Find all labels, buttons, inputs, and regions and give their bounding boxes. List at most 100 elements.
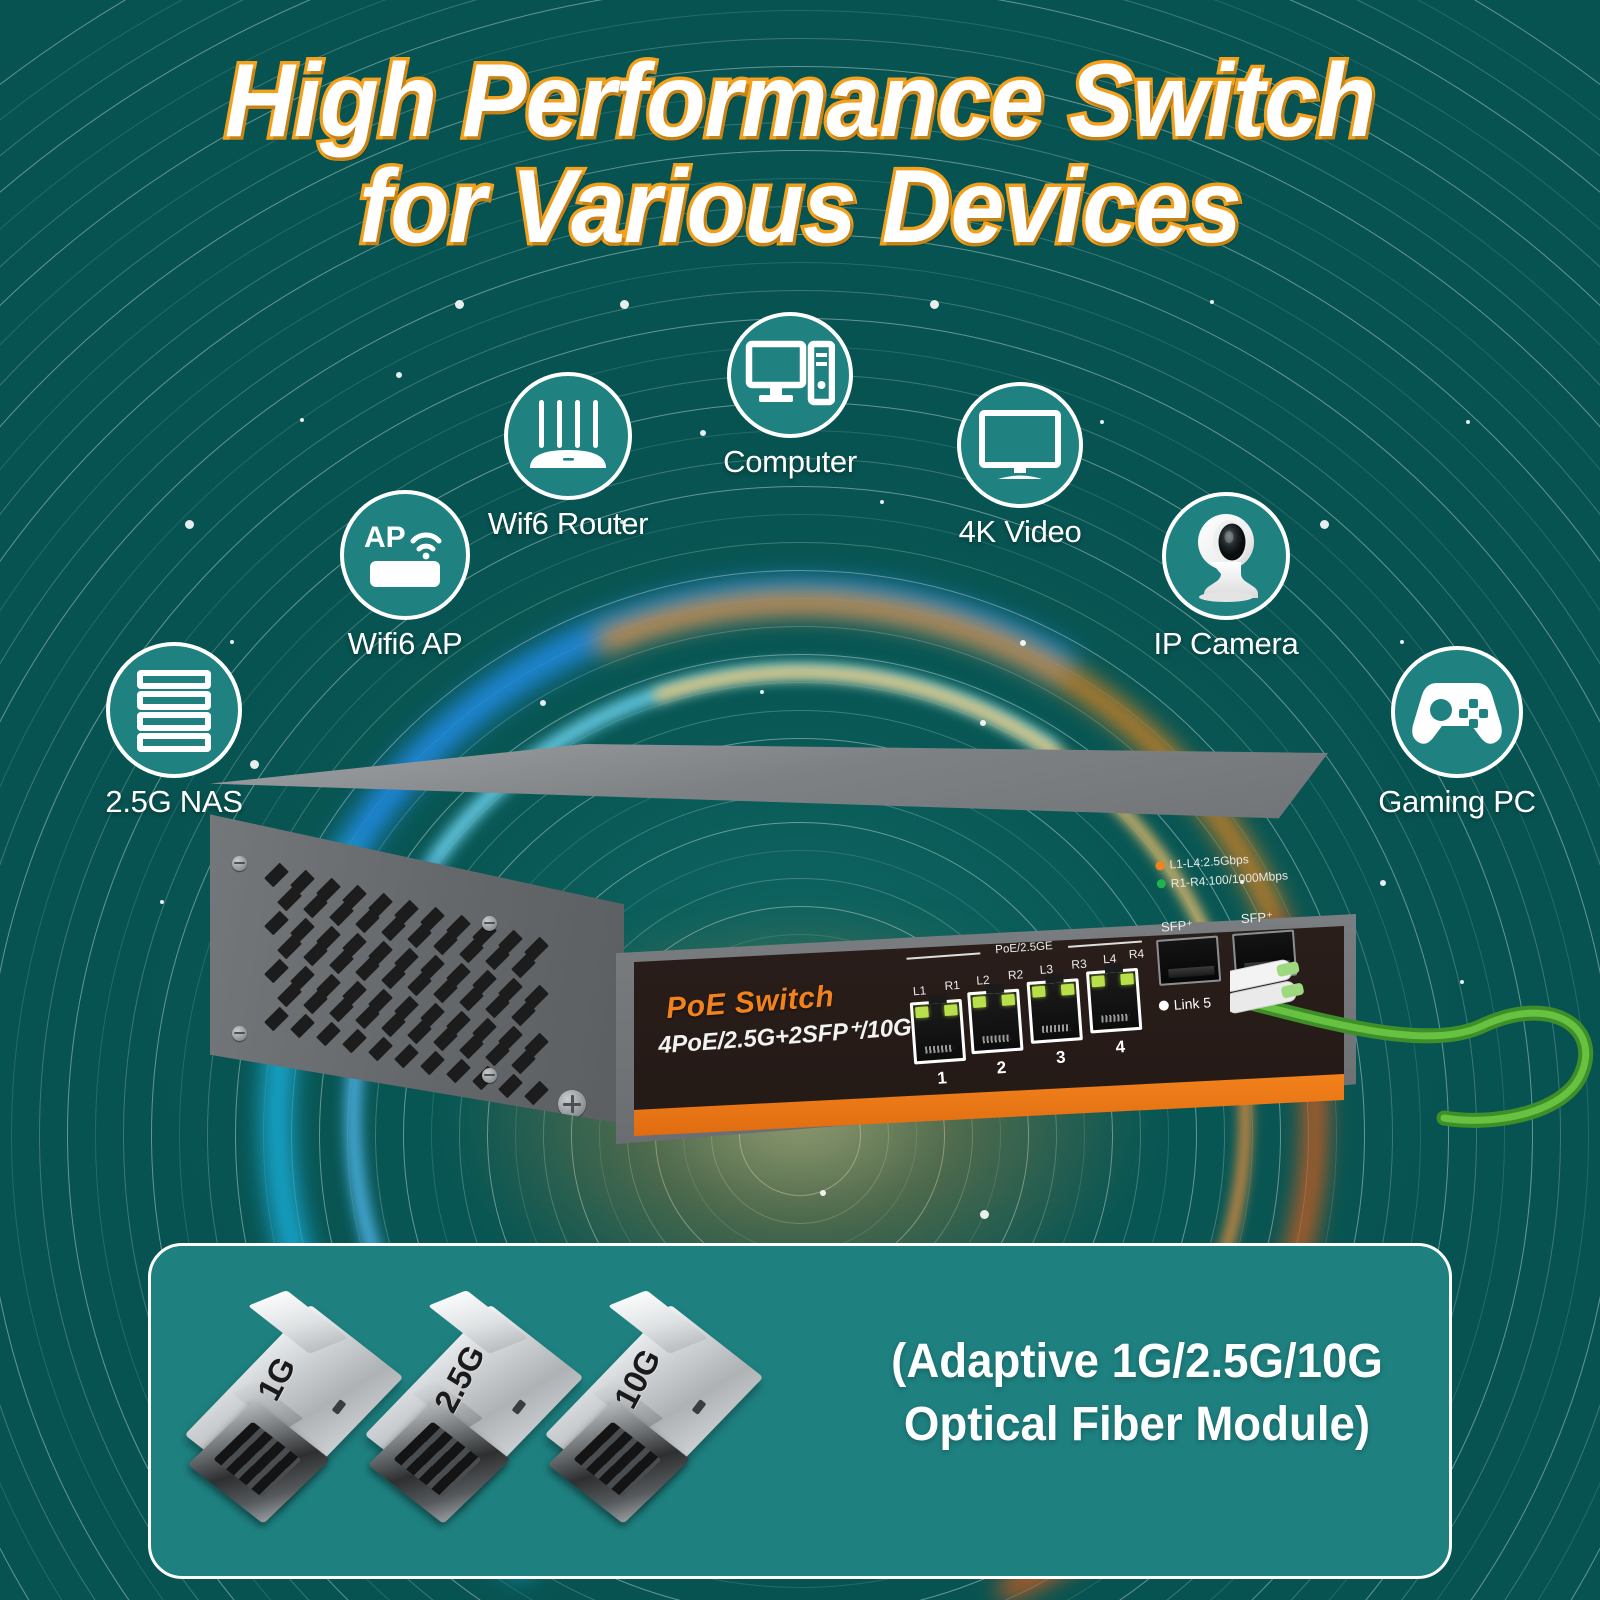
port-number-3: 3 [1055,1047,1067,1068]
sparkle-dot [820,1190,826,1196]
device-node-gaming: Gaming PC [1330,646,1584,820]
poe-switch-device: PoE Switch 4PoE/2.5G+2SFP⁺/10G L1-L4:2.5… [196,744,1356,1174]
rj45-port-2[interactable] [967,983,1024,1055]
desktop-computer-icon [727,312,853,438]
vent-hole [394,1043,419,1069]
sparkle-dot [455,300,464,309]
adaptive-module-note: (Adaptive 1G/2.5G/10G Optical Fiber Modu… [890,1330,1384,1457]
vent-hole [420,1051,445,1076]
screw [482,1068,497,1083]
vent-hole [524,1080,549,1106]
router-label: Wif6 Router [487,506,649,541]
video-label: 4K Video [958,514,1082,549]
adaptive-note-line-2: Optical Fiber Module) [903,1398,1371,1452]
vent-hole [264,1006,289,1032]
led-label-R4: R4 [1128,946,1145,962]
led-dot-orange [1155,860,1165,871]
sparkle-dot [980,1210,989,1219]
led-label-L1: L1 [912,983,927,999]
link-label-5-text: Link 5 [1173,994,1212,1013]
headline: High Performance Switch for Various Devi… [0,43,1600,266]
led-dot-green [1156,879,1167,889]
led-label-R2: R2 [1007,967,1024,983]
screw [232,1026,247,1041]
adaptive-note-line-1: (Adaptive 1G/2.5G/10G [891,1335,1383,1388]
sparkle-dot [620,300,629,309]
led-label-R1: R1 [944,977,961,994]
port-led-right [1120,973,1134,986]
sfp-label-6: SFP⁺ [1240,908,1274,927]
sparkle-dot [880,500,884,504]
sfp-module-10g: 10G [544,1290,764,1524]
sparkle-dot [1210,300,1214,304]
sfp-module-25g: 2.5G [364,1290,584,1524]
switch-top-cover [210,744,1328,819]
port-number-1: 1 [936,1068,948,1088]
fiber-optic-cable [1230,959,1594,1128]
camera-label: IP Camera [1153,626,1299,661]
vent-hole [316,1021,341,1047]
nas-label: 2.5G NAS [105,784,243,819]
nas-icon [106,642,242,778]
svg-text:AP: AP [364,521,406,554]
wifi-router-icon [504,372,632,500]
rj45-tab [1045,973,1064,984]
ap-label: Wifi6 AP [347,626,463,661]
device-node-nas: 2.5G NAS [74,642,274,820]
vent-hole [290,1014,315,1039]
headline-line-1: High Performance Switch [222,43,1380,159]
screw [482,916,497,931]
link-led-5 [1158,1000,1170,1011]
computer-label: Computer [723,444,857,479]
rj45-tab [1104,962,1124,974]
led-legend: L1-L4:2.5Gbps R1-R4:100/1000Mbps [1155,847,1289,893]
vent-hole [342,1028,367,1054]
port-led-right [1060,983,1075,996]
device-node-computer: Computer [660,312,920,480]
port-led-left [1031,985,1046,998]
headline-line-2: for Various Devices [356,149,1245,266]
monitor-icon [957,382,1083,508]
port-led-right [944,1004,958,1017]
device-node-router: Wif6 Router [438,372,698,542]
sfp-cage-5[interactable] [1156,935,1222,986]
sfp-module-1g: 1G [184,1290,404,1524]
screw [232,856,247,871]
vent-hole [368,1036,393,1061]
sparkle-dot [1400,640,1404,644]
vent-hole [446,1058,471,1084]
ip-camera-icon [1162,492,1290,620]
screw-phillips [558,1090,586,1118]
sparkle-dot [760,690,764,694]
sparkle-dot [160,900,164,904]
led-label-R3: R3 [1070,956,1088,972]
device-node-camera: IP Camera [1106,492,1346,662]
vent-hole [264,910,289,936]
sparkle-dot [300,418,304,422]
port-led-left [1091,975,1106,988]
sparkle-dot [1466,420,1470,424]
rj45-tab [928,993,947,1005]
sfp-label-5: SFP⁺ [1160,917,1194,935]
sparkle-dot [540,700,546,706]
sparkle-dot [185,520,194,529]
rj45-port-1[interactable] [909,993,967,1065]
sparkle-dot [1020,640,1026,646]
rj45-port-4[interactable] [1085,962,1143,1034]
gaming-label: Gaming PC [1378,784,1536,819]
sfp-module-panel: 1G 2.5G 10G (Adaptive 1G/2.5G/10G Optica… [148,1243,1452,1579]
vent-hole [264,958,289,984]
rj45-tab [985,983,1005,995]
vent-hole [498,1073,523,1098]
port-led-left [972,996,987,1009]
port-led-left [915,1006,929,1019]
sparkle-dot [396,372,402,378]
vent-hole [264,862,289,888]
gamepad-icon [1391,646,1523,778]
sparkle-dot [980,720,986,726]
port-led-right [1001,993,1016,1006]
port-number-2: 2 [996,1057,1007,1078]
switch-side-panel [210,814,624,1124]
rj45-port-3[interactable] [1026,973,1083,1044]
